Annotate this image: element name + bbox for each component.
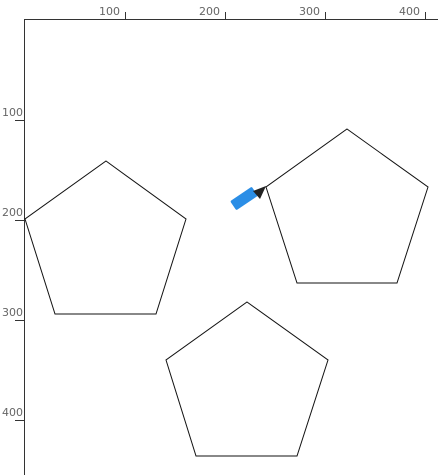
left-ruler-label-200: 200	[2, 206, 23, 219]
top-ruler-label-300: 300	[299, 5, 320, 18]
top-ruler-label-100: 100	[99, 5, 120, 18]
top-ruler-label-400: 400	[399, 5, 420, 18]
pencil-icon	[230, 186, 266, 210]
top-ruler: 100 200 300 400	[25, 5, 438, 20]
left-ruler-label-100: 100	[2, 106, 23, 119]
pentagon-bottom[interactable]	[165, 301, 329, 457]
left-ruler: 100 200 300 400	[2, 19, 25, 475]
top-ruler-label-200: 200	[199, 5, 220, 18]
pentagon-left[interactable]	[24, 160, 187, 315]
pentagon-right[interactable]	[265, 128, 429, 284]
left-ruler-label-400: 400	[2, 406, 23, 419]
left-ruler-label-300: 300	[2, 306, 23, 319]
